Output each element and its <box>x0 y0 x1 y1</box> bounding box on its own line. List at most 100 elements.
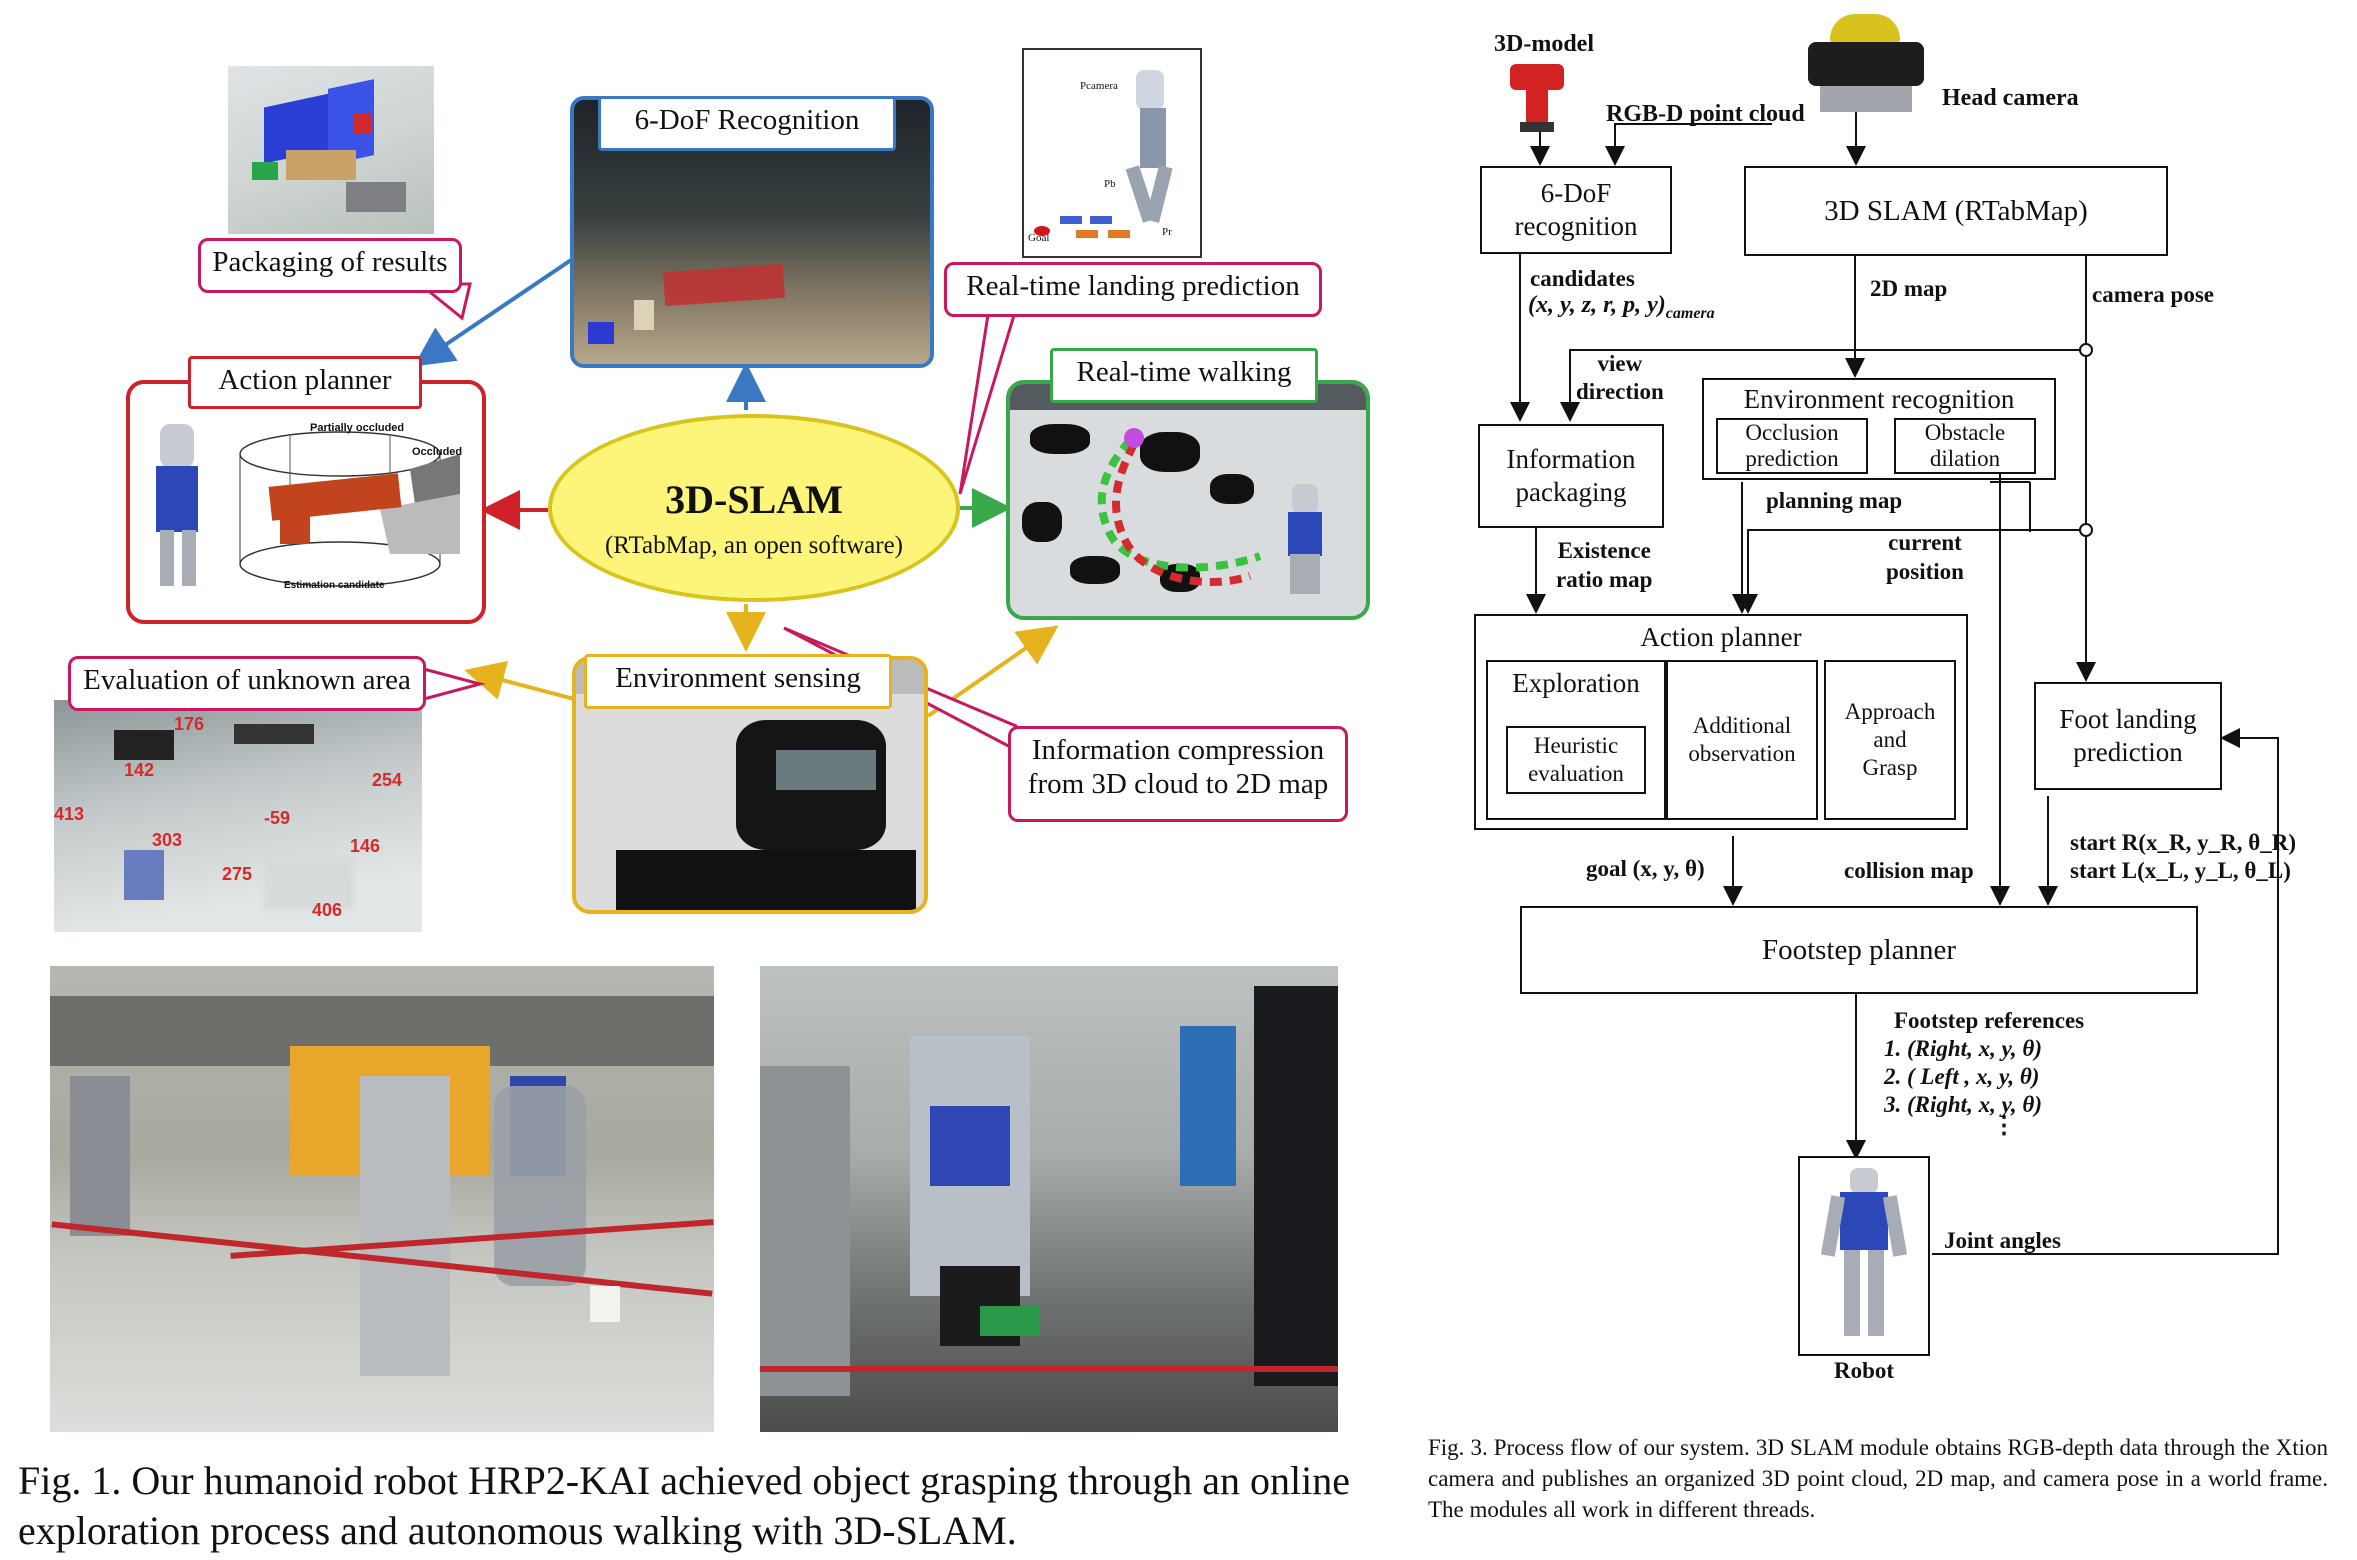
arrow-recognition-to-planner <box>413 252 582 367</box>
slam-subtitle: (RTabMap, an open software) <box>604 532 904 559</box>
additional-line2: observation <box>1688 741 1796 766</box>
box-heuristic-evaluation: Heuristic evaluation <box>1506 726 1646 794</box>
label-occluded: Occluded <box>412 446 463 458</box>
env-recognition-title: Environment recognition <box>1743 384 2015 414</box>
callout-compression-line1: Information compression <box>1031 734 1325 766</box>
label-partially-occluded: Partially occluded <box>310 422 405 434</box>
label-current-position: current position <box>1886 528 1964 586</box>
packaging-results-image <box>228 66 434 234</box>
label-candidates: candidates <box>1530 266 1635 291</box>
footstep-planner-label: Footstep planner <box>1761 933 1957 966</box>
label-rgbd: RGB-D point cloud <box>1606 101 1805 127</box>
footstep-ref-1: 1. (Right, x, y, θ) <box>1884 1036 2043 1061</box>
box-approach-grasp: Approach and Grasp <box>1824 660 1956 820</box>
foot-landing-line2: prediction <box>2073 737 2183 767</box>
planner-title: Action planner <box>188 356 422 409</box>
label-robot: Robot <box>1834 1358 1895 1383</box>
label-existence: Existence ratio map <box>1556 536 1652 594</box>
box-footstep-planner: Footstep planner <box>1520 906 2198 994</box>
view-line2: direction <box>1576 379 1664 404</box>
occlusion-line1: Occlusion <box>1745 420 1839 445</box>
area-number-6: 406 <box>312 900 343 920</box>
area-number-8: 146 <box>350 836 381 856</box>
box-additional-observation: Additional observation <box>1666 660 1818 820</box>
footstep-ref-3: 3. (Right, x, y, θ) <box>1884 1092 2043 1117</box>
existence-line2: ratio map <box>1556 567 1653 592</box>
box-3d-slam-label: 3D SLAM (RTabMap) <box>1824 194 2088 227</box>
area-number-7: -59 <box>264 808 291 828</box>
box-occlusion: Occlusion prediction <box>1716 418 1868 474</box>
box-exploration: Exploration Heuristic evaluation <box>1486 660 1666 820</box>
slam-title: 3D-SLAM <box>665 477 843 522</box>
obstacle-line1: Obstacle <box>1924 420 2006 445</box>
callout-packaging: Packaging of results <box>198 238 462 293</box>
fig3-caption: Fig. 3. Process flow of our system. 3D S… <box>1428 1435 2328 1522</box>
label-pr: Pr <box>1162 226 1172 238</box>
label-collision-map: collision map <box>1844 858 1974 883</box>
area-number-5: 275 <box>222 864 253 884</box>
callout-unknown: Evaluation of unknown area <box>68 656 426 711</box>
label-start-l: start L(x_L, y_L, θ_L) <box>2070 858 2291 883</box>
box-obstacle-dilation: Obstacle dilation <box>1894 418 2036 474</box>
label-3d-model: 3D-model <box>1494 31 1594 57</box>
label-candidates-eq: (x, y, z, r, p, y)camera <box>1528 292 1715 323</box>
pointer-unknown <box>418 666 486 702</box>
foot-landing-line1: Foot landing <box>2059 704 2197 734</box>
drill-icon <box>1510 64 1566 132</box>
label-start-r: start R(x_R, y_R, θ_R) <box>2070 830 2296 855</box>
label-pcamera: Pcamera <box>1080 80 1118 92</box>
area-number-9: 254 <box>372 770 403 790</box>
box-foot-landing: Foot landing prediction <box>2034 682 2222 790</box>
info-pack-line2: packaging <box>1515 477 1627 507</box>
area-number-1: 176 <box>174 714 205 734</box>
approach-line1: Approach <box>1844 699 1936 724</box>
occlusion-line2: prediction <box>1745 446 1839 471</box>
current-line2: position <box>1886 559 1964 584</box>
box-3d-slam: 3D SLAM (RTabMap) <box>1744 166 2168 256</box>
head-camera-image <box>1804 14 1928 112</box>
callout-compression: Information compression from 3D cloud to… <box>1008 726 1348 822</box>
unknown-area-image: 176 142 413 303 275 406 -59 146 254 <box>54 700 422 932</box>
label-planning-map: planning map <box>1766 488 1903 513</box>
action-planner-title: Action planner <box>1640 622 1802 652</box>
area-number-3: 413 <box>54 804 85 824</box>
candidates-eq: (x, y, z, r, p, y) <box>1528 292 1666 318</box>
label-head-camera: Head camera <box>1942 85 2079 111</box>
recognition-title: 6-DoF Recognition <box>598 96 896 151</box>
box-6dof-line2: recognition <box>1514 211 1638 241</box>
area-number-4: 303 <box>152 830 183 850</box>
callout-compression-line2: from 3D cloud to 2D map <box>1027 768 1329 800</box>
label-2d-map: 2D map <box>1870 276 1948 301</box>
heuristic-line1: Heuristic <box>1533 733 1619 758</box>
approach-line3: Grasp <box>1862 755 1918 780</box>
planner-panel: Partially occluded Occluded Estimation c… <box>126 380 486 624</box>
fig1-caption: Fig. 1. Our humanoid robot HRP2-KAI achi… <box>18 1458 1350 1553</box>
candidates-sub: camera <box>1665 304 1715 322</box>
walking-title: Real-time walking <box>1050 348 1318 403</box>
box-6dof-recognition: 6-DoF recognition <box>1480 166 1672 254</box>
label-estimation-candidate: Estimation candidate <box>284 580 385 591</box>
box-action-planner: Action planner Exploration Heuristic eva… <box>1474 614 1968 830</box>
label-goal: goal (x, y, θ) <box>1586 856 1705 881</box>
label-view-direction: view direction <box>1576 350 1664 406</box>
box-6dof-line1: 6-DoF <box>1540 178 1612 208</box>
footstep-ref-2: 2. ( Left , x, y, θ) <box>1884 1064 2040 1089</box>
slam-ellipse <box>548 414 960 602</box>
photo-lab-left <box>50 966 714 1432</box>
sensing-title: Environment sensing <box>584 654 892 709</box>
view-line1: view <box>1597 351 1643 376</box>
existence-line1: Existence <box>1557 538 1651 563</box>
area-number-2: 142 <box>124 760 155 780</box>
footstep-ellipsis: ⋮ <box>1992 1113 2016 1139</box>
additional-line1: Additional <box>1692 713 1792 738</box>
walking-panel <box>1006 380 1370 620</box>
callout-landing: Real-time landing prediction <box>944 262 1322 317</box>
heuristic-line2: evaluation <box>1528 761 1624 786</box>
current-line1: current <box>1888 530 1962 555</box>
info-pack-line1: Information <box>1506 444 1636 474</box>
box-environment-recognition: Environment recognition Occlusion predic… <box>1702 378 2056 480</box>
robot-image <box>1798 1156 1930 1356</box>
landing-prediction-image: Pcamera Pb Pr Goal <box>1022 48 1202 258</box>
photo-lab-right <box>760 966 1338 1432</box>
label-footstep-refs: Footstep references <box>1894 1008 2085 1033</box>
